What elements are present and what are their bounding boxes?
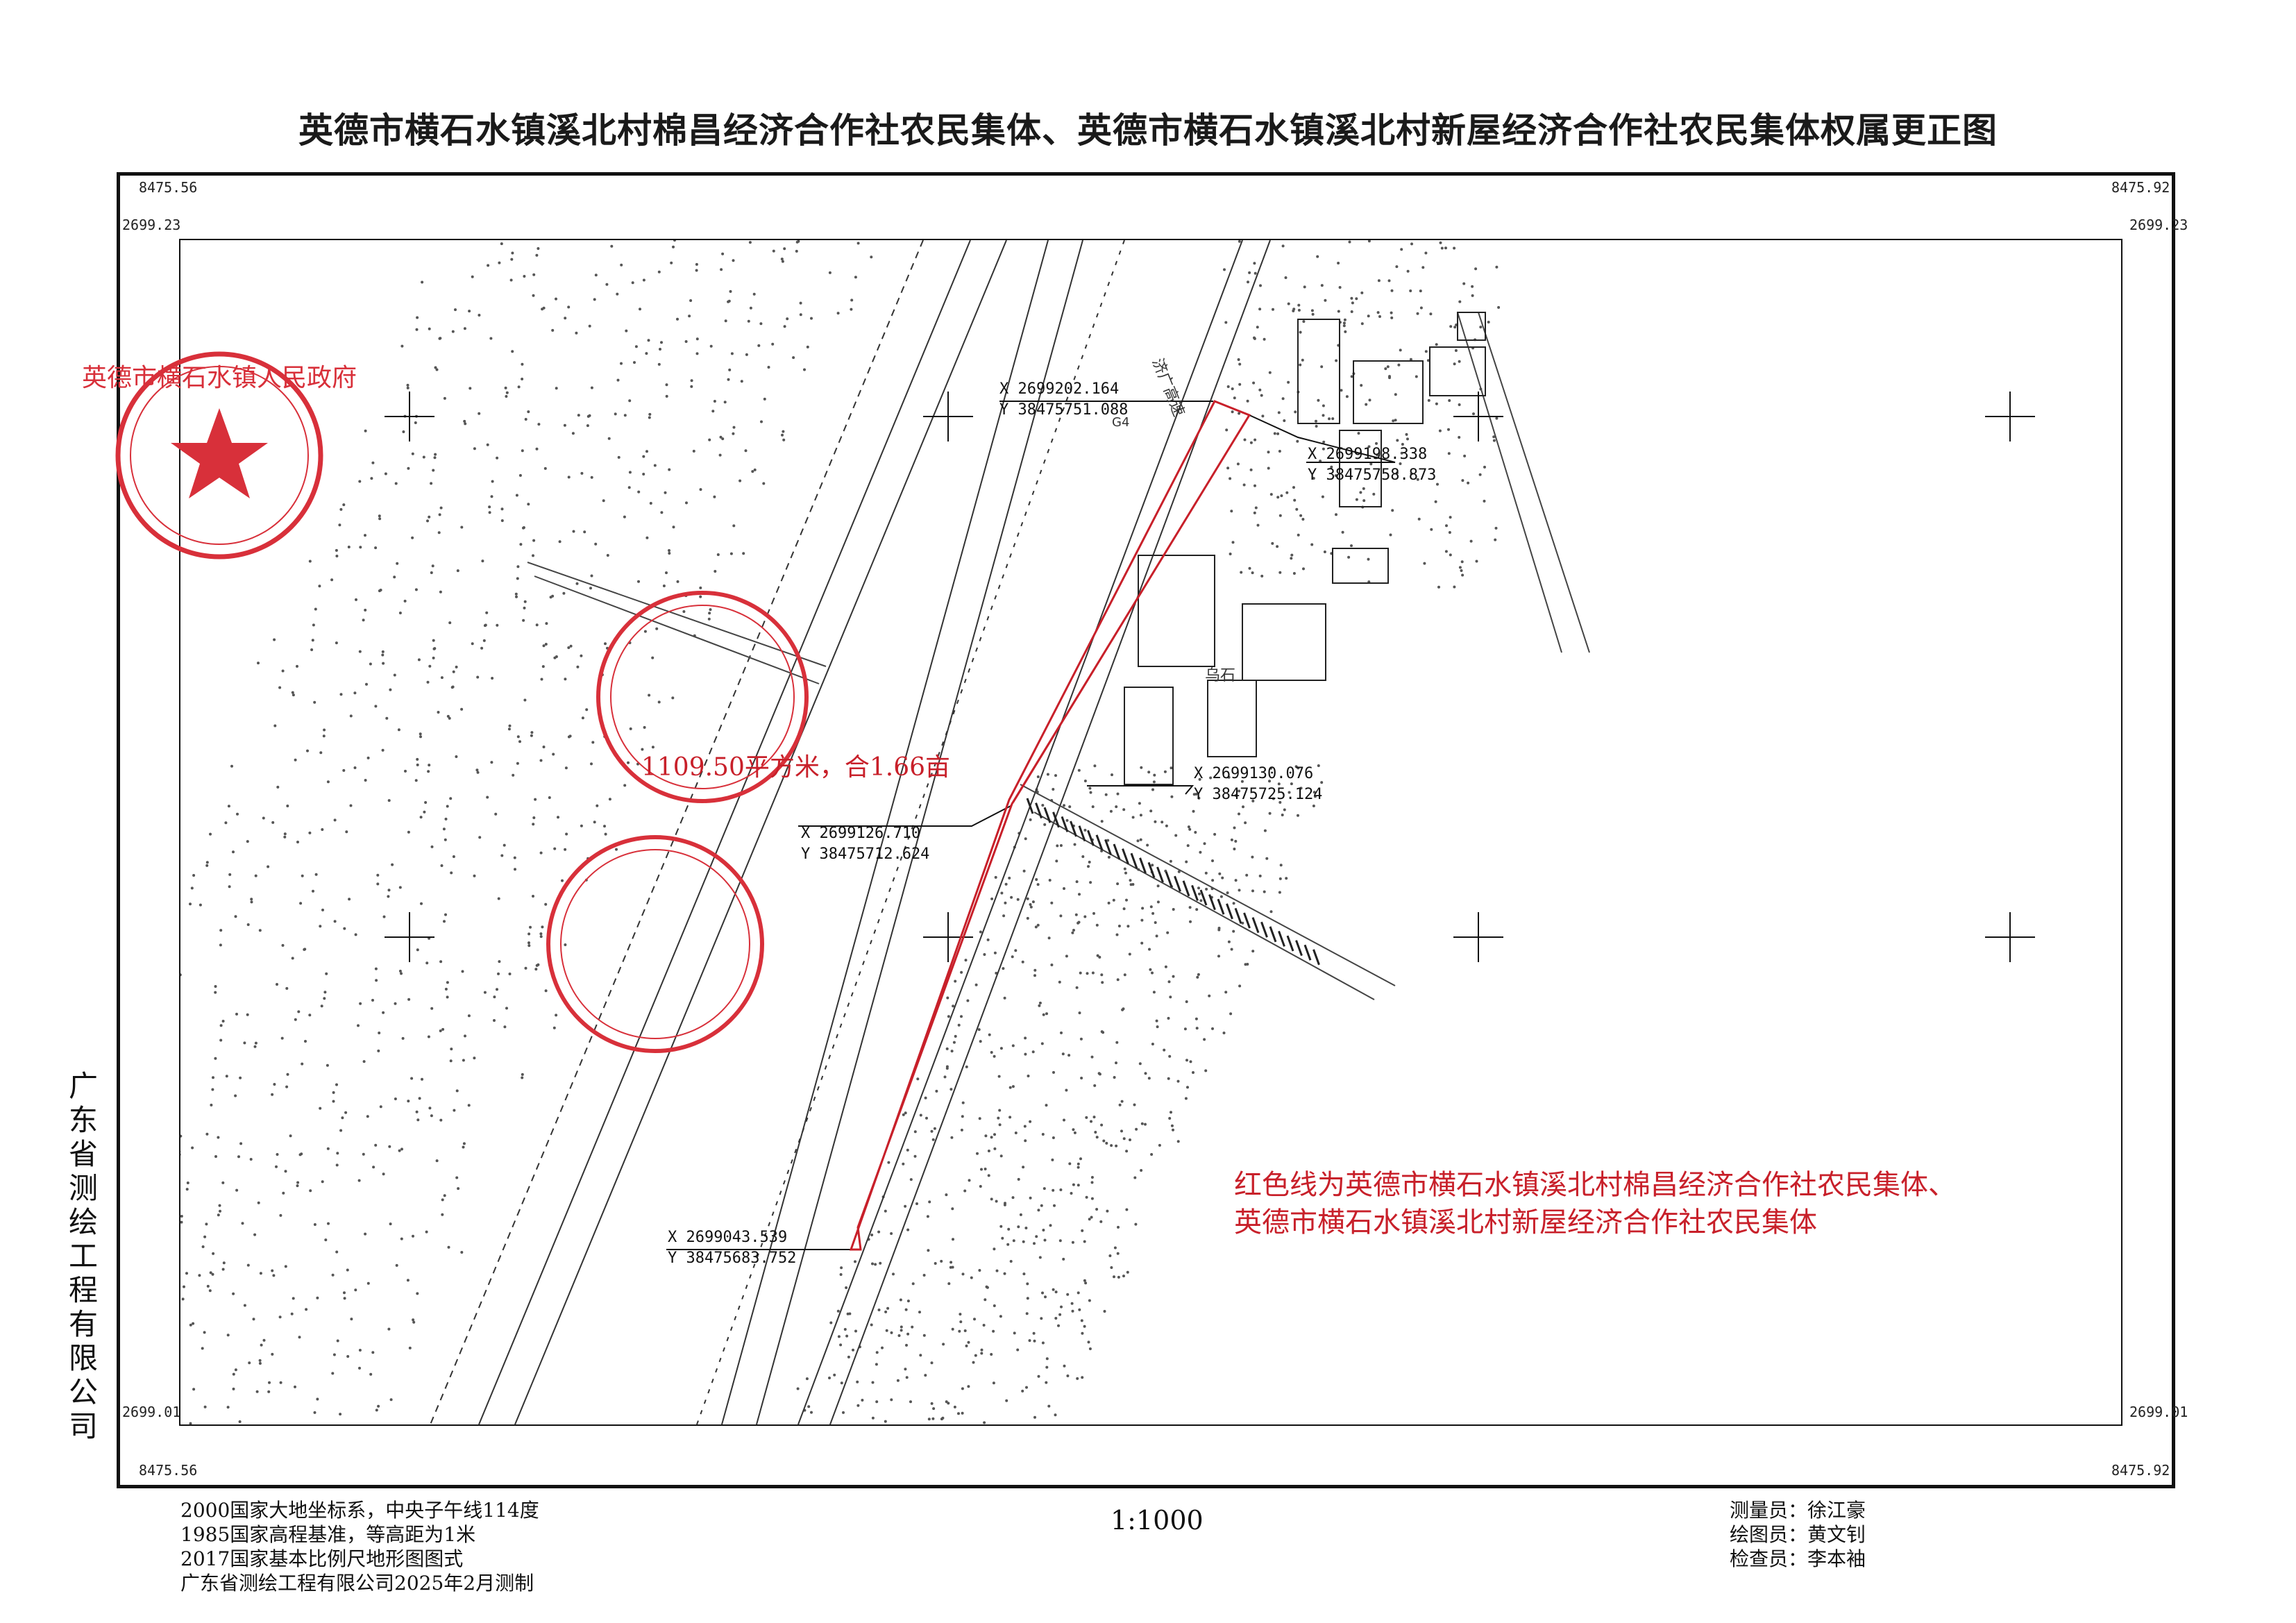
footer-notes: 2000国家大地坐标系，中央子午线114度 1985国家高程基准，等高距为1米 … xyxy=(180,1498,539,1595)
legend-line-1: 红色线为英德市横石水镇溪北村棉昌经济合作社农民集体、 xyxy=(1234,1169,1956,1201)
side-road xyxy=(527,312,1590,1000)
map-features xyxy=(180,240,2035,1424)
road-code-label: G4 xyxy=(1112,415,1129,430)
drafter-label: 绘图员： xyxy=(1730,1523,1808,1546)
surveyor-label: 测量员： xyxy=(1730,1499,1808,1522)
outer-frame xyxy=(117,172,2175,1488)
staff-list: 测量员：徐江豪 绘图员：黄文钊 检查员：李本袖 xyxy=(1730,1498,1866,1571)
footer-line-4: 广东省测绘工程有限公司2025年2月测制 xyxy=(180,1572,534,1595)
drafter-name: 黄文钊 xyxy=(1807,1523,1866,1546)
cooperative-seal-2 xyxy=(546,835,764,1053)
coord-point-1: X 2699202.164 Y 38475751.088 xyxy=(999,379,1128,421)
seal-text: 英德市横石水镇人民政府 xyxy=(82,364,357,392)
government-seal xyxy=(115,351,323,560)
company-vertical-label: 广东省测绘工程有限公司 xyxy=(68,1069,98,1443)
corner-bottom-right-y: 8475.92 xyxy=(2111,1462,2170,1479)
buildings xyxy=(1124,312,1486,785)
boundary-legend: 红色线为英德市横石水镇溪北村棉昌经济合作社农民集体、 英德市横石水镇溪北村新屋经… xyxy=(1234,1166,1956,1241)
coord-point-2: X 2699198.338 Y 38475758.873 xyxy=(1308,444,1436,486)
coord-point-1-x: X 2699202.164 xyxy=(999,380,1120,398)
embankment-hatch xyxy=(1026,798,1320,966)
highway-lines xyxy=(430,240,1271,1424)
coord-point-4-y: Y 38475712.624 xyxy=(801,846,930,863)
coord-point-5: X 2699043.539 Y 38475683.752 xyxy=(668,1227,796,1269)
map-scale: 1:1000 xyxy=(1111,1505,1204,1536)
corner-bottom-left-x: 2699.01 xyxy=(122,1404,181,1420)
road-name-label: 济广高速 xyxy=(1148,356,1187,419)
cooperative-seal-1 xyxy=(596,591,809,803)
corner-top-right-y: 8475.92 xyxy=(2111,179,2170,196)
terrain-dots xyxy=(180,240,1501,1424)
coord-point-4: X 2699126.710 Y 38475712.624 xyxy=(801,823,929,865)
coord-point-3: X 2699130.076 Y 38475725.124 xyxy=(1194,764,1322,805)
inner-frame xyxy=(179,239,2122,1426)
footer-line-2: 1985国家高程基准，等高距为1米 xyxy=(180,1523,476,1546)
corner-bottom-right-x: 2699.01 xyxy=(2129,1404,2188,1420)
place-label: 乌石 xyxy=(1205,667,1235,684)
checker-label: 检查员： xyxy=(1730,1547,1808,1570)
corner-bottom-left-y: 8475.56 xyxy=(139,1462,198,1479)
coord-point-3-y: Y 38475725.124 xyxy=(1194,786,1323,803)
staff-checker: 检查员：李本袖 xyxy=(1730,1547,1866,1571)
corner-top-left-x: 2699.23 xyxy=(122,217,181,233)
legend-line-2: 英德市横石水镇溪北村新屋经济合作社农民集体 xyxy=(1234,1206,1817,1238)
coordinate-leaders xyxy=(666,401,1396,1250)
coord-point-4-x: X 2699126.710 xyxy=(801,825,921,842)
corner-top-left-y: 8475.56 xyxy=(139,179,198,196)
staff-drafter: 绘图员：黄文钊 xyxy=(1730,1522,1866,1547)
grid-crosses xyxy=(385,392,2035,962)
area-label: 1109.50平方米，合1.66亩 xyxy=(641,753,951,782)
surveyor-name: 徐江豪 xyxy=(1807,1499,1866,1522)
coord-point-2-x: X 2699198.338 xyxy=(1308,446,1428,463)
footer-line-3: 2017国家基本比例尺地形图图式 xyxy=(180,1547,464,1570)
footer-line-1: 2000国家大地坐标系，中央子午线114度 xyxy=(180,1499,539,1522)
coord-point-3-x: X 2699130.076 xyxy=(1194,765,1314,782)
coord-point-1-y: Y 38475751.088 xyxy=(999,401,1129,419)
map-title: 英德市横石水镇溪北村棉昌经济合作社农民集体、英德市横石水镇溪北村新屋经济合作社农… xyxy=(298,110,1998,151)
coord-point-5-x: X 2699043.539 xyxy=(668,1229,788,1246)
corner-top-right-x: 2699.23 xyxy=(2129,217,2188,233)
staff-surveyor: 测量员：徐江豪 xyxy=(1730,1498,1866,1522)
coord-point-5-y: Y 38475683.752 xyxy=(668,1250,797,1267)
checker-name: 李本袖 xyxy=(1807,1547,1866,1570)
coord-point-2-y: Y 38475758.873 xyxy=(1308,466,1437,484)
